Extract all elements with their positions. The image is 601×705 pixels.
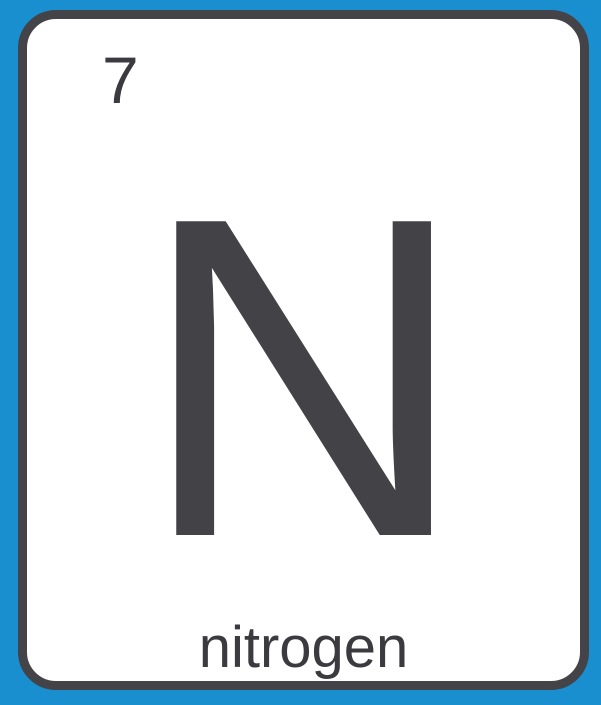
- element-name: nitrogen: [198, 615, 409, 680]
- element-card: 7 N nitrogen: [18, 10, 589, 690]
- atomic-number: 7: [102, 43, 139, 117]
- element-symbol: N: [138, 122, 469, 632]
